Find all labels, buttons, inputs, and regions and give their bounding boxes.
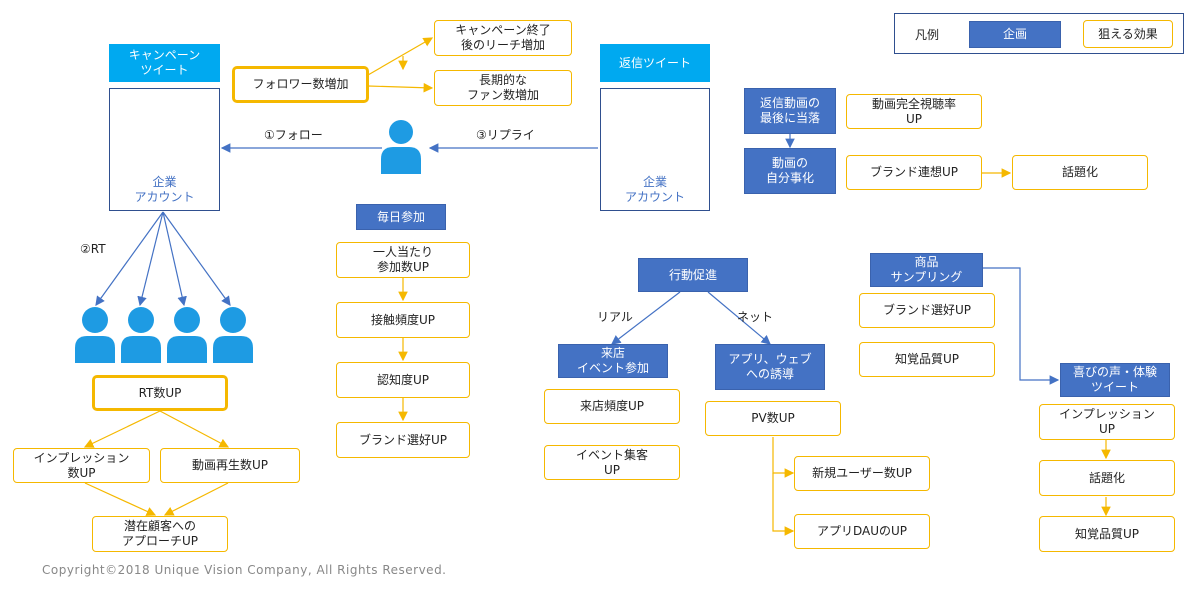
rt-label: ②RT — [80, 242, 106, 256]
daily-participation: 毎日参加 — [356, 204, 446, 230]
copyright: Copyright©2018 Unique Vision Company, Al… — [42, 563, 447, 577]
impression-up: インプレッション 数UP — [13, 448, 150, 483]
company-account-left-label: 企業 アカウント — [134, 175, 195, 204]
brand-association: ブランド連想UP — [846, 155, 982, 190]
reach-after-campaign: キャンペーン終了 後のリーチ増加 — [434, 20, 572, 56]
arrow-reach — [367, 37, 434, 76]
campaign-tweet: キャンペーン ツイート — [109, 44, 220, 82]
real-label: リアル — [597, 310, 633, 324]
company-account-right: 企業 アカウント — [600, 88, 710, 211]
reply-label: ③リプライ — [476, 128, 535, 142]
legend-title: 凡例 — [915, 28, 940, 42]
reply-video-at-end: 返信動画の 最後に当落 — [744, 88, 836, 134]
reply-tweet: 返信ツイート — [600, 44, 710, 82]
arrow-real — [611, 291, 681, 345]
follower-increase: フォロワー数増加 — [232, 66, 369, 103]
arrow-net — [707, 291, 771, 345]
impression-up-sampling: インプレッション UP — [1039, 404, 1175, 440]
arrow-rt-4 — [162, 211, 231, 306]
action-promotion: 行動促進 — [638, 258, 748, 292]
per-person-participation: 一人当たり 参加数UP — [336, 242, 470, 278]
product-sampling: 商品 サンプリング — [870, 253, 983, 287]
new-users-up: 新規ユーザー数UP — [794, 456, 930, 491]
app-web-guidance: アプリ、ウェブ への誘導 — [715, 344, 825, 390]
buzz-top: 話題化 — [1012, 155, 1148, 190]
legend-effect: 狙える効果 — [1083, 20, 1173, 48]
arrow-rt-3 — [162, 211, 187, 307]
perceived-quality-sampling: 知覚品質UP — [859, 342, 995, 377]
brand-preference-middle: ブランド選好UP — [336, 422, 470, 458]
contact-frequency: 接触頻度UP — [336, 302, 470, 338]
net-label: ネット — [737, 310, 774, 324]
app-dau-up: アプリDAUのUP — [794, 514, 930, 549]
awareness: 認知度UP — [336, 362, 470, 398]
pv-up: PV数UP — [705, 401, 841, 436]
retweeter-icon-1 — [75, 307, 115, 363]
approach-up: 潜在顧客への アプローチUP — [92, 516, 228, 552]
user-icon — [381, 120, 421, 174]
buzz-sampling: 話題化 — [1039, 460, 1175, 496]
legend: 凡例 企画 狙える効果 — [894, 13, 1184, 54]
follow-label: ①フォロー — [264, 128, 323, 142]
brand-preference-sampling: ブランド選好UP — [859, 293, 995, 328]
retweeter-icon-2 — [121, 307, 161, 363]
arrow-fans — [367, 82, 434, 93]
company-account-right-label: 企業 アカウント — [624, 175, 685, 204]
retweeter-icon-4 — [213, 307, 253, 363]
store-event-participation: 来店 イベント参加 — [558, 344, 668, 378]
video-plays-up: 動画再生数UP — [160, 448, 300, 483]
long-term-fans: 長期的な ファン数増加 — [434, 70, 572, 106]
arrow-rt-1 — [95, 211, 164, 306]
event-attraction: イベント集客 UP — [544, 445, 680, 480]
perceived-quality-final: 知覚品質UP — [1039, 516, 1175, 552]
video-self-relevance: 動画の 自分事化 — [744, 148, 836, 194]
company-account-left: 企業 アカウント — [109, 88, 220, 211]
video-complete-rate: 動画完全視聴率 UP — [846, 94, 982, 129]
store-visit-frequency: 来店頻度UP — [544, 389, 680, 424]
legend-plan: 企画 — [969, 21, 1061, 48]
joy-voice-tweet: 喜びの声・体験 ツイート — [1060, 363, 1170, 397]
arrow-rt-2 — [137, 211, 164, 307]
retweeter-icon-3 — [167, 307, 207, 363]
rt-up: RT数UP — [92, 375, 228, 411]
arrow-sampling — [983, 267, 1060, 385]
